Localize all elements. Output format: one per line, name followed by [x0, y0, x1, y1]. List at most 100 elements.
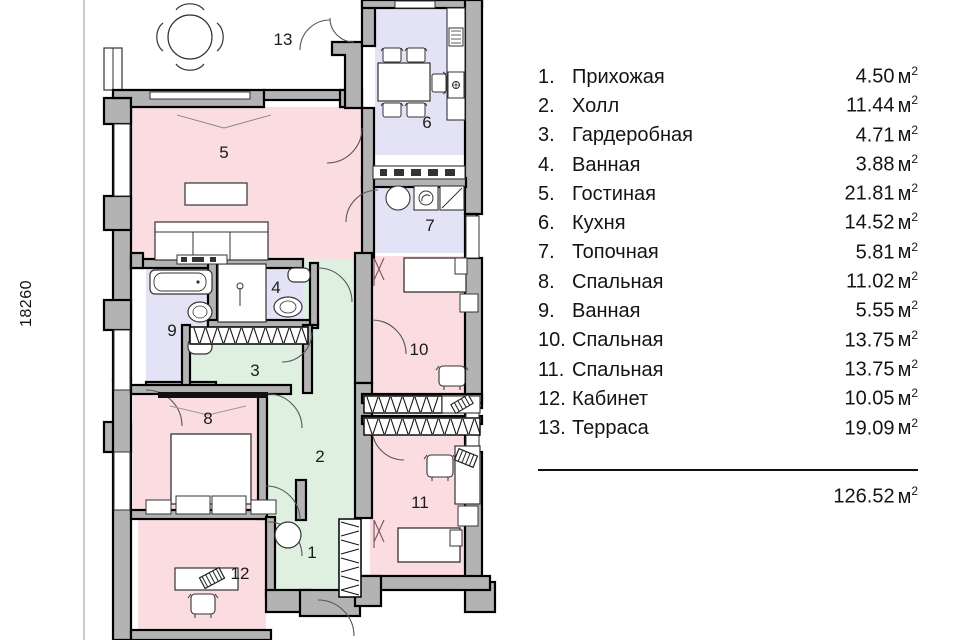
legend-number: 13. — [538, 417, 566, 440]
nightstand-10 — [459, 293, 479, 313]
legend-number: 4. — [538, 153, 555, 176]
legend-divider — [538, 469, 918, 471]
wall-right-outer-mid — [463, 256, 484, 410]
nightstand-8b — [250, 499, 277, 515]
dining-chair-3 — [380, 102, 404, 118]
wardrobe-rail-10 — [363, 395, 443, 414]
window-top-living — [149, 91, 251, 100]
legend-number: 6. — [538, 212, 555, 235]
legend-number: 11. — [538, 358, 565, 381]
door-living-hall — [326, 127, 363, 164]
legend-number: 3. — [538, 124, 555, 147]
legend-number: 5. — [538, 182, 555, 205]
wardrobe-8 — [158, 392, 268, 398]
legend-room-name: Прихожая — [572, 65, 665, 88]
books-10 — [450, 393, 474, 415]
nightstand-11 — [457, 505, 479, 527]
legend-number: 8. — [538, 270, 555, 293]
wall-hall-jog — [294, 478, 308, 522]
window-left-2 — [113, 329, 131, 391]
legend-room-name: Гостиная — [572, 182, 656, 205]
room-number-12: 12 — [231, 564, 250, 583]
room-number-8: 8 — [203, 409, 212, 428]
living-ceiling-line — [176, 114, 272, 129]
wall-3-left — [180, 323, 192, 392]
terrace-area — [103, 3, 353, 100]
room-number-11: 11 — [411, 493, 429, 512]
terrace-chair-w — [156, 22, 164, 52]
door-bed8 — [267, 393, 303, 429]
room-number-10: 10 — [410, 340, 429, 359]
door-entry-main — [317, 599, 355, 637]
wardrobe-rail-11 — [363, 417, 481, 436]
legend-room-name: Холл — [572, 94, 620, 117]
door-hall-entry — [265, 485, 301, 521]
shower-4 — [217, 263, 267, 323]
office-chair-11 — [423, 454, 457, 481]
wall-4-right — [308, 261, 320, 327]
dining-table — [377, 62, 431, 102]
wardrobe-rail-3 — [189, 326, 309, 345]
furniture — [145, 7, 481, 618]
dining-chair-2 — [404, 47, 428, 63]
kitchen-counter — [446, 7, 466, 121]
wall-1-left — [264, 515, 277, 599]
legend-number: 10. — [538, 329, 566, 352]
door-boiler — [345, 189, 379, 223]
tv-unit — [184, 182, 248, 206]
legend-room-name: Кухня — [572, 212, 626, 235]
boiler-unit — [385, 185, 411, 211]
sink-4 — [273, 296, 303, 318]
room-number-5: 5 — [219, 143, 228, 162]
door-bath4 — [317, 267, 353, 303]
door-terrace — [299, 19, 331, 51]
floor-plan-drawing: 13 5 6 7 9 4 3 8 2 10 11 12 1 — [83, 0, 497, 640]
windows — [113, 0, 480, 511]
wall-right-outer-top — [463, 0, 484, 216]
terrace-chair-n — [175, 3, 205, 11]
wall-under-living-2 — [129, 251, 145, 270]
legend-room-name: Ванная — [572, 300, 641, 323]
pillow-11 — [449, 529, 463, 547]
room-number-7: 7 — [425, 216, 434, 235]
curtain-10 — [373, 257, 385, 286]
legend-room-name: Гардеробная — [572, 124, 693, 147]
kitchen-hob — [448, 27, 464, 47]
legend-room-name: Спальная — [572, 358, 664, 381]
wc-4 — [287, 267, 311, 283]
legend-room-name: Кабинет — [572, 387, 649, 410]
room-number-labels: 13 5 6 7 9 4 3 8 2 10 11 12 1 — [167, 30, 434, 583]
room-number-2: 2 — [315, 447, 324, 466]
monitor-12 — [198, 566, 226, 590]
room-number-6: 6 — [422, 113, 431, 132]
legend-number: 7. — [538, 241, 555, 264]
nightstand-8a — [145, 499, 172, 515]
washer — [413, 185, 439, 211]
monitor-11 — [453, 447, 479, 469]
room-number-13: 13 — [274, 30, 293, 49]
wall-pilaster-1 — [102, 96, 133, 126]
door-bed10 — [371, 319, 407, 355]
floor-plan-svg: 13 5 6 7 9 4 3 8 2 10 11 12 1 — [83, 0, 497, 640]
pillow-8a — [175, 495, 211, 515]
terrace-chair-s — [175, 63, 205, 71]
sofa — [154, 221, 269, 261]
door-bath9 — [145, 389, 183, 427]
